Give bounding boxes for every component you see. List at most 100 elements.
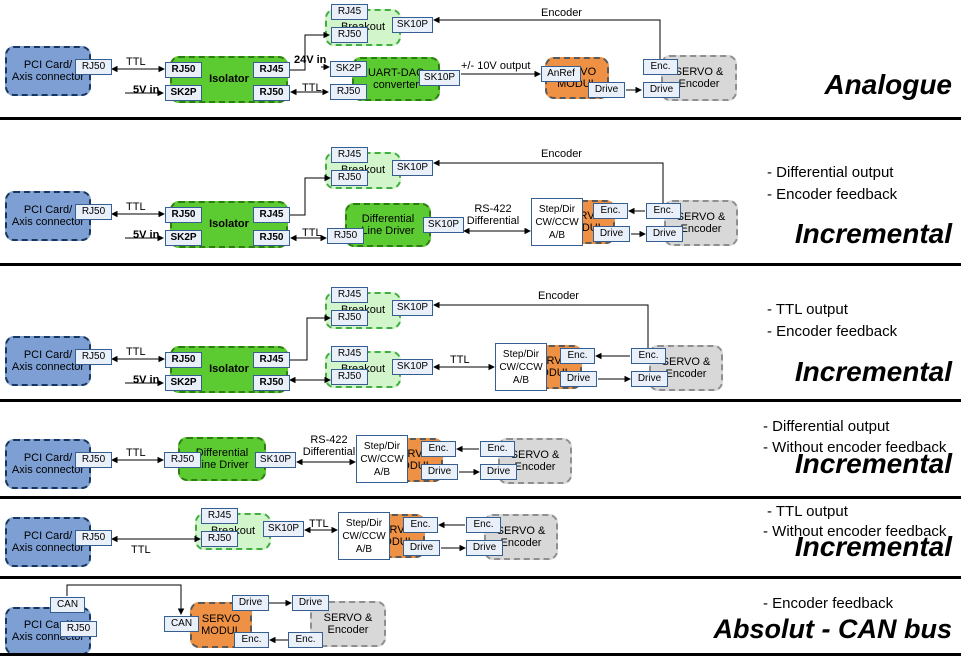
drive-port: Drive [593,226,630,242]
enc-port: Enc. [643,59,678,75]
anref-port: AnRef [541,66,581,82]
ttl-label: TTL [131,544,151,556]
rj45-port: RJ45 [331,287,368,303]
enc-port: Enc. [234,632,269,648]
sk2p-port: SK2P [165,85,202,101]
enc-port: Enc. [646,203,681,219]
rj50-port: RJ50 [165,207,202,223]
ttl-label: TTL [450,354,470,366]
enc-port: Enc. [631,348,666,364]
drive-port: Drive [480,464,517,480]
sk10p-port: SK10P [392,160,433,176]
step-dir-box: Step/Dir CW/CCW A/B [338,512,390,560]
drive-port: Drive [421,464,458,480]
enc-port: Enc. [466,517,501,533]
sk2p-port: SK2P [165,375,202,391]
drive-port: Drive [292,595,329,611]
section-divider [0,117,961,120]
encoder-label: Encoder [538,290,579,302]
rj45-port: RJ45 [253,352,290,368]
rj45-port: RJ45 [331,4,368,20]
feature-note: - TTL output [767,301,848,318]
enc-port: Enc. [288,632,323,648]
section-divider [0,399,961,402]
sk10p-port: SK10P [255,452,296,468]
servo-encoder: SERVO & Encoder [661,55,737,101]
rj50-port: RJ50 [253,85,290,101]
servo-encoder: SERVO & Encoder [310,601,386,647]
rj50-port: RJ50 [327,228,364,244]
drive-port: Drive [588,82,625,98]
differential-line-driver: Differential Line Driver [178,437,266,481]
v5-in-label: 5V in [133,374,160,386]
sk10p-port: SK10P [423,217,464,233]
rj50-port: RJ50 [253,375,290,391]
drive-port: Drive [560,371,597,387]
encoder-label: Encoder [541,7,582,19]
rj45-breakout-link [290,31,330,71]
enc-port: Enc. [480,441,515,457]
ttl-label: TTL [126,346,146,358]
rj50-port: RJ50 [165,62,202,78]
rj45-port: RJ45 [253,207,290,223]
rj45-breakout-link [290,174,331,216]
section-divider [0,263,961,266]
step-dir-box: Step/Dir CW/CCW A/B [356,435,408,483]
drive-port: Drive [466,540,503,556]
sk10p-port: SK10P [392,300,433,316]
encoder-label: Encoder [541,148,582,160]
rj50-port: RJ50 [331,310,368,326]
rj45-port: RJ45 [331,147,368,163]
encoder-feedback-link [433,16,661,59]
rj45-port: RJ45 [201,508,238,524]
sk10p-port: SK10P [392,359,433,375]
rj50-port: RJ50 [331,170,368,186]
section-title: Incremental [794,531,952,562]
section-title: Analogue [824,69,952,100]
drive-port: Drive [232,595,269,611]
rj50-port: RJ50 [75,204,112,220]
v24-in-label: 24V in [294,54,327,66]
feature-note: - Differential output [767,164,894,181]
rs422-label: RS-422 Differential [302,434,356,459]
rs422-label: RS-422 Differential [466,203,520,228]
step-dir-box: Step/Dir CW/CCW A/B [495,343,547,391]
rj45-port: RJ45 [253,62,290,78]
rj50-port: RJ50 [331,369,368,385]
feature-note: - Without encoder feedback [763,439,947,456]
rj50-port: RJ50 [165,352,202,368]
section-divider [0,653,961,656]
section-divider [0,576,961,579]
enc-port: Enc. [421,441,456,457]
feature-note: - TTL output [767,503,848,520]
sk2p-port: SK2P [330,61,367,77]
section-title: Incremental [794,218,952,249]
feature-note: - Differential output [763,418,890,435]
rj50-port: RJ50 [331,27,368,43]
can-link [66,584,185,615]
rj50-port: RJ50 [75,349,112,365]
differential-line-driver: Differential Line Driver [345,203,431,247]
can-port: CAN [164,616,199,632]
ttl-label: TTL [126,56,146,68]
sk10p-port: SK10P [392,17,433,33]
section-title: Incremental [794,356,952,387]
ttl-label: TTL [309,518,329,530]
section-title: Incremental [794,448,952,479]
drive-port: Drive [403,540,440,556]
ttl-label: TTL [302,82,322,94]
ttl-label: TTL [126,447,146,459]
drive-port: Drive [646,226,683,242]
rj50-port: RJ50 [253,230,290,246]
sk10p-port: SK10P [263,521,304,537]
pci-card: PCI Card/ Axis connector [5,336,91,386]
rj50-port: RJ50 [164,452,201,468]
sk10p-port: SK10P [419,70,460,86]
enc-port: Enc. [403,517,438,533]
v5-in-label: 5V in [133,84,160,96]
feature-note: - Encoder feedback [763,595,894,612]
encoder-feedback-link [433,159,664,203]
section-title: Absolut - CAN bus [713,614,952,644]
